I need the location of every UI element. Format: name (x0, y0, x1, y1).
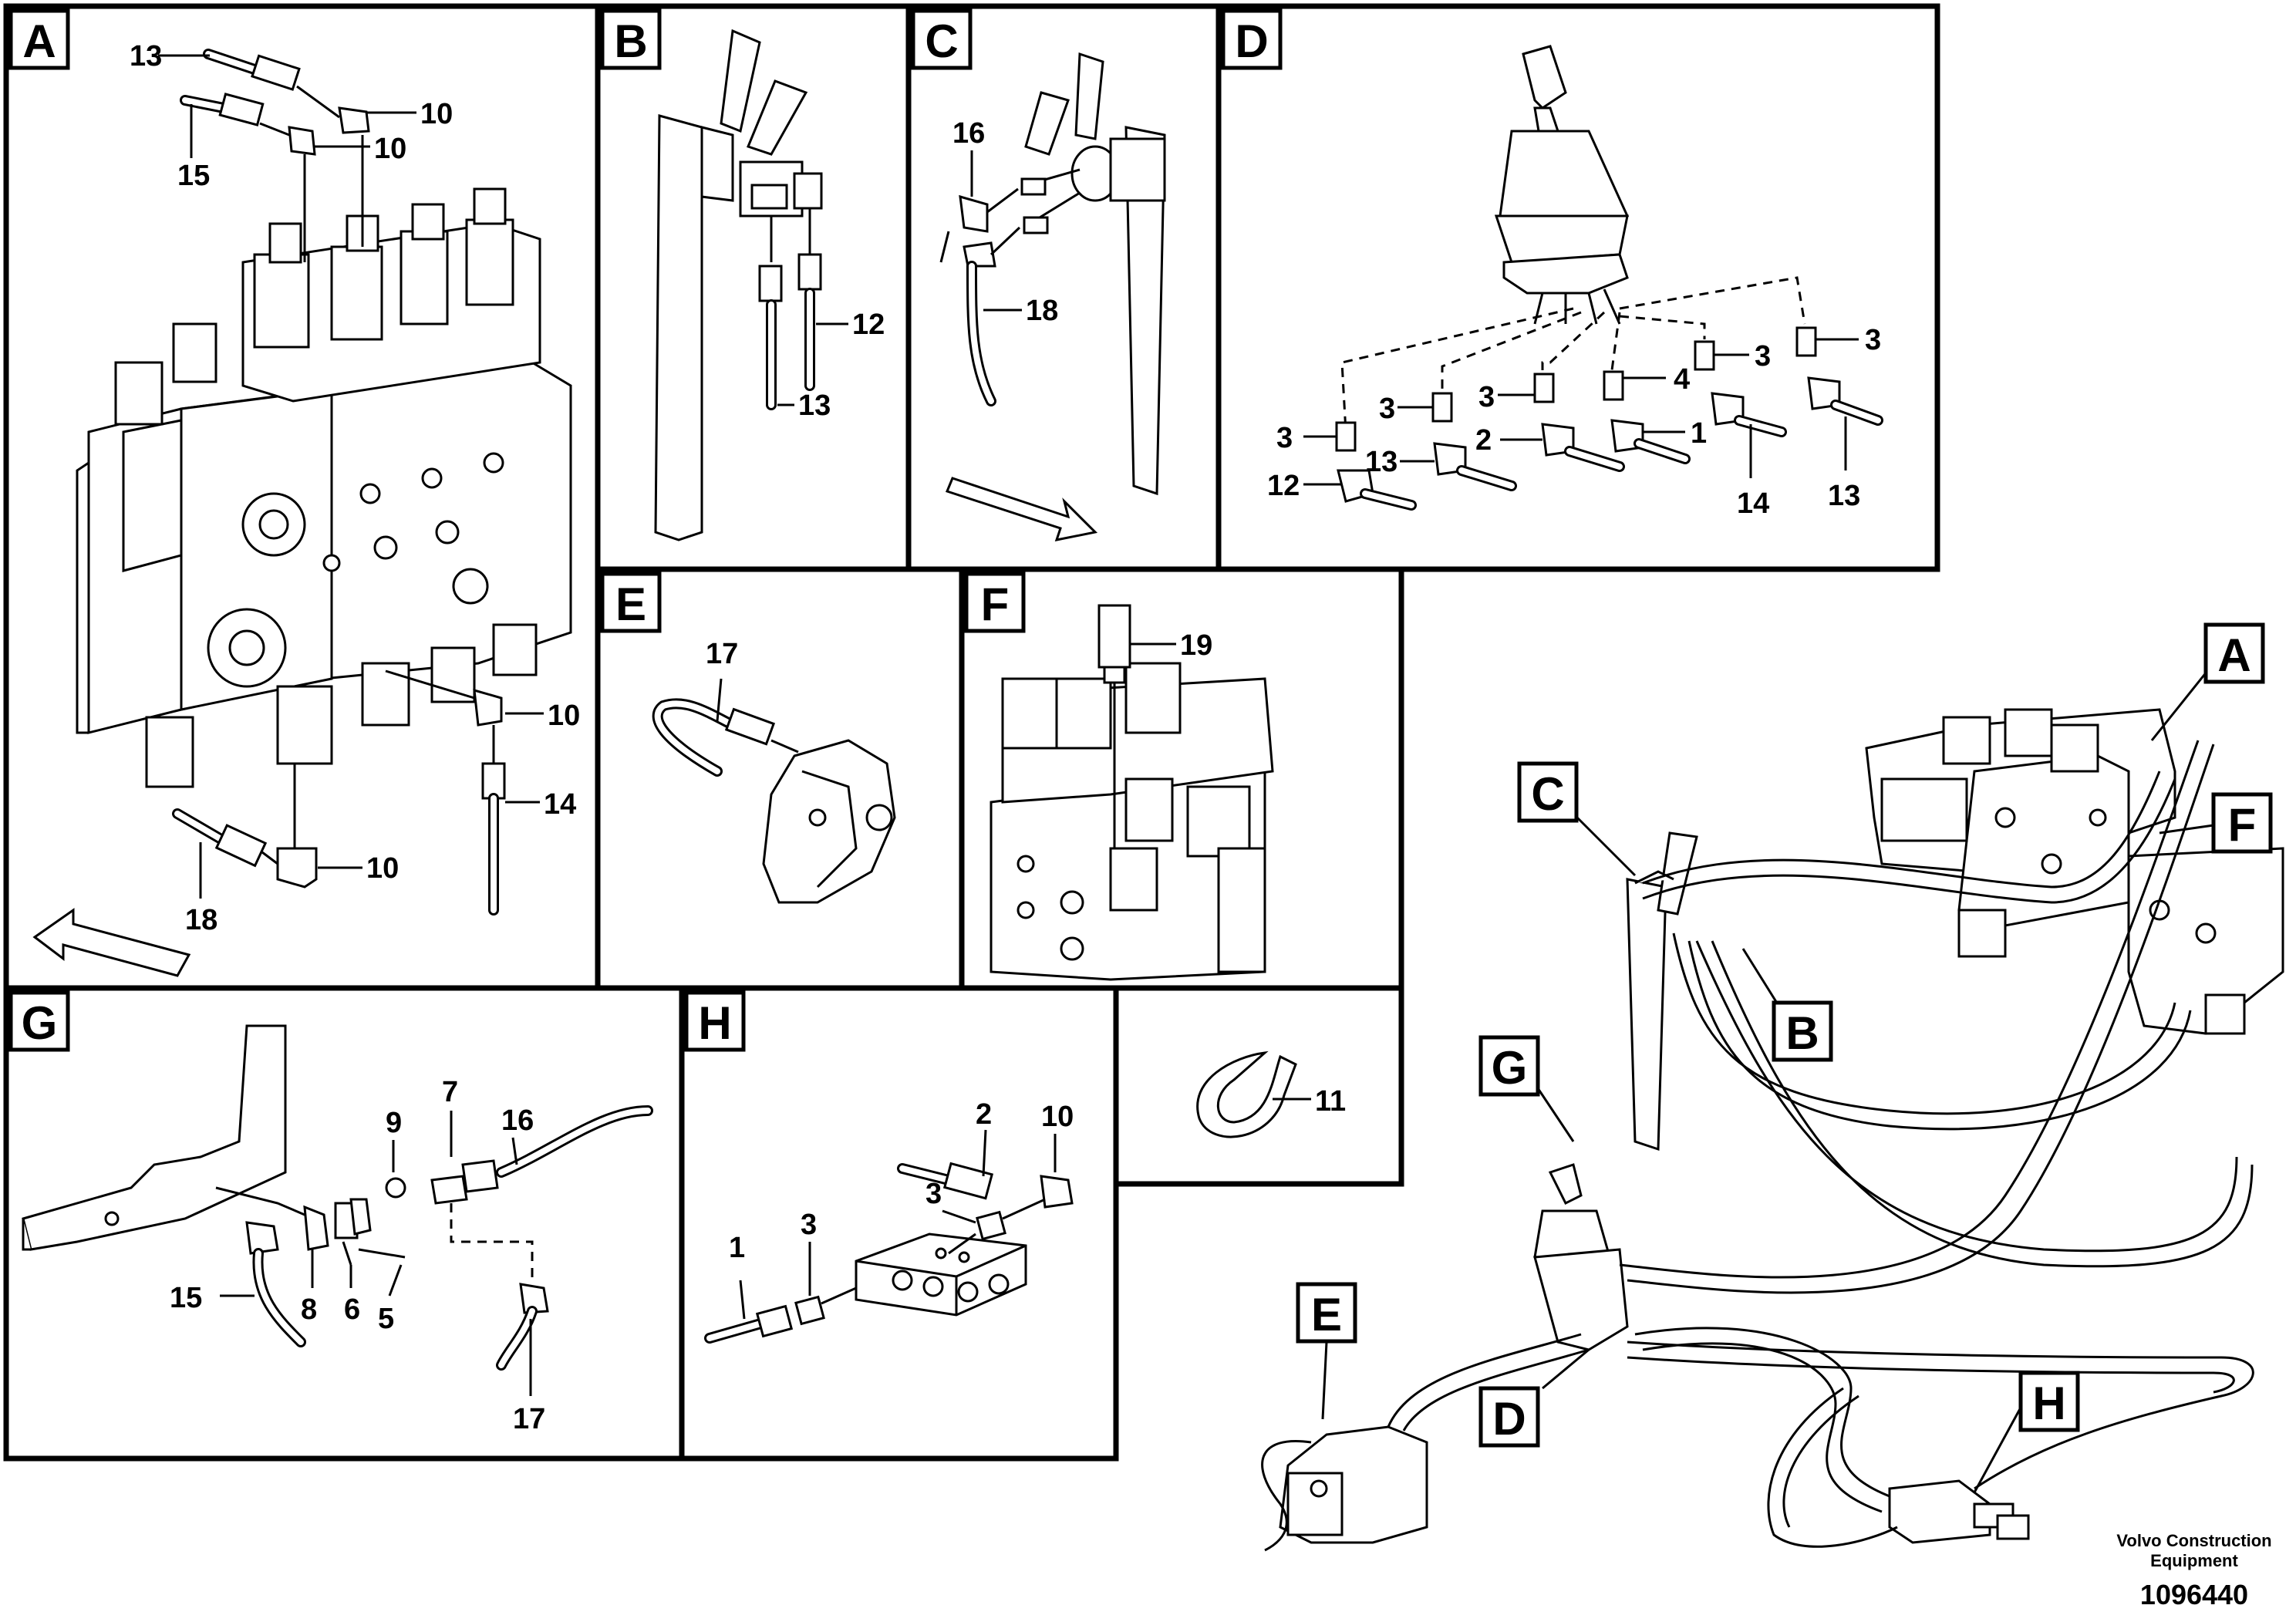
overview-assembly: A C F B G E D H (1261, 622, 2284, 1552)
callout-g-6: 6 (344, 1293, 360, 1326)
callout-h-3-b: 3 (801, 1209, 817, 1241)
callout-d-1: 1 (1691, 417, 1707, 450)
callout-a-13: 13 (130, 40, 162, 73)
callout-b-13: 13 (798, 389, 831, 422)
callout-d-13-a: 13 (1365, 446, 1397, 478)
callout-h-2: 2 (976, 1098, 992, 1131)
callout-a-10-mid: 10 (374, 133, 406, 165)
footer: Volvo Construction Equipment 1096440 (2116, 1531, 2271, 1610)
callout-c-16: 16 (952, 117, 985, 150)
panel-b-letter: B (614, 15, 647, 67)
overview-pointer-g: G (1492, 1042, 1528, 1094)
hoses-a (172, 49, 506, 916)
callout-c-18: 18 (1026, 295, 1058, 327)
panel-g-letter: G (22, 997, 58, 1049)
callout-g-16: 16 (501, 1104, 534, 1137)
callout-a-15: 15 (177, 160, 210, 192)
callout-g-8: 8 (301, 1293, 317, 1326)
callout-g-7: 7 (442, 1076, 458, 1108)
panel-d-letter: D (1235, 15, 1268, 67)
cable-tie (1196, 1050, 1297, 1138)
panel-c: C 16 18 (911, 8, 1166, 541)
panel-e-letter: E (615, 578, 646, 630)
callout-d-4: 4 (1674, 363, 1690, 396)
direction-arrow-a (32, 908, 191, 977)
overview-pointer-f: F (2228, 799, 2257, 851)
overview-pointer-h: H (2032, 1378, 2065, 1429)
overview-pointer-e: E (1311, 1289, 1342, 1340)
callout-b-12: 12 (852, 309, 885, 341)
overview-pointer-d: D (1492, 1393, 1526, 1445)
overview-pointer-c: C (1531, 768, 1564, 820)
panel-clamp: 11 (1196, 1050, 1346, 1138)
panel-h: H 2 10 3 1 3 (684, 990, 1074, 1344)
panel-h-letter: H (698, 997, 731, 1049)
callout-d-3-c: 3 (1478, 381, 1495, 413)
callout-d-12: 12 (1267, 470, 1300, 502)
callout-a-10-bottom: 10 (366, 852, 399, 885)
panel-b: B 12 13 (600, 8, 885, 541)
mount-bracket-b (654, 114, 703, 541)
callout-f-19: 19 (1180, 629, 1212, 662)
callout-d-3-e: 3 (1865, 324, 1881, 356)
direction-arrow-c (945, 477, 1098, 541)
company-line-2: Equipment (2150, 1551, 2238, 1570)
panel-a: A (8, 8, 580, 977)
callout-g-15: 15 (170, 1282, 202, 1314)
callout-a-10-right: 10 (548, 700, 580, 732)
callout-d-2: 2 (1475, 424, 1492, 457)
callout-h-3-a: 3 (925, 1178, 942, 1210)
panel-d: D (1221, 8, 1883, 520)
callout-a-18: 18 (185, 904, 217, 936)
panel-c-letter: C (925, 15, 958, 67)
callout-d-3-b: 3 (1379, 393, 1395, 425)
callout-a-14: 14 (544, 788, 576, 821)
panel-a-letter: A (22, 15, 56, 67)
callout-d-14: 14 (1737, 487, 1769, 520)
overview-pointer-b: B (1785, 1007, 1819, 1059)
control-valve-a (76, 187, 572, 788)
company-line-1: Volvo Construction (2116, 1531, 2271, 1550)
panel-f: F 19 (964, 572, 1274, 981)
panel-e: E 17 (600, 572, 896, 904)
overview-pointers: A C F B G E D H (1296, 622, 2273, 1493)
callout-g-9: 9 (386, 1107, 402, 1139)
callout-d-3-d: 3 (1755, 340, 1771, 373)
callout-d-13-b: 13 (1828, 480, 1860, 512)
panel-frames (3, 3, 1940, 1462)
overview-pointer-a: A (2217, 629, 2250, 681)
pump-e (762, 739, 896, 904)
callout-clamp-11: 11 (1315, 1085, 1346, 1118)
callout-e-17: 17 (706, 638, 738, 670)
bracket-g (22, 1024, 287, 1251)
callout-g-17: 17 (513, 1403, 545, 1435)
joystick-d (1494, 45, 1630, 325)
panel-g: G 16 9 7 15 8 6 5 17 (8, 990, 653, 1435)
callout-h-1: 1 (729, 1232, 745, 1264)
callout-d-3-a: 3 (1276, 422, 1293, 454)
drawing-number: 1096440 (2140, 1579, 2248, 1610)
callout-a-10-top: 10 (420, 98, 453, 130)
panel-f-letter: F (981, 578, 1010, 630)
callout-g-5: 5 (378, 1303, 394, 1335)
callout-h-10: 10 (1041, 1101, 1074, 1133)
